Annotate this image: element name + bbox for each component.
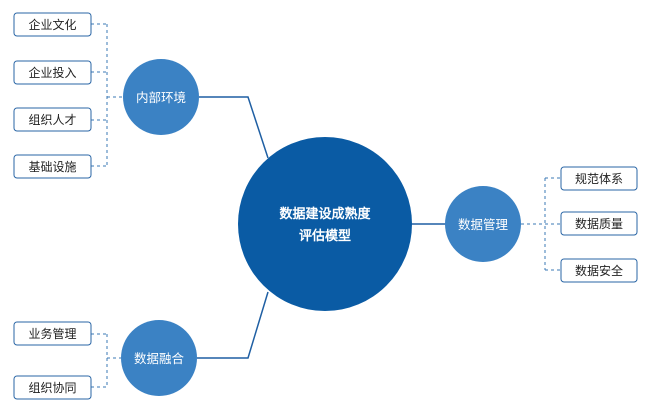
center-connectors	[197, 96, 447, 359]
branch-node-neibu: 内部环境	[123, 59, 199, 135]
leaf-box: 数据质量	[560, 211, 638, 236]
leaf-label: 数据质量	[575, 216, 623, 231]
leaf-box: 数据安全	[560, 258, 638, 283]
bracket-neibu	[91, 23, 123, 167]
leaf-label: 企业投入	[28, 65, 76, 80]
center-title-line2: 评估模型	[299, 228, 351, 244]
connector-rongshe	[197, 291, 269, 359]
branch-label-guanli: 数据管理	[458, 217, 509, 232]
branch-label-rongshe: 数据融合	[134, 351, 185, 366]
branch-label-neibu: 内部环境	[136, 90, 186, 105]
leaf-label: 规范体系	[575, 171, 623, 186]
bracket-rongshe	[91, 333, 121, 388]
leaf-label: 数据安全	[575, 263, 623, 278]
leaf-box: 企业投入	[13, 60, 92, 85]
leaf-box: 企业文化	[13, 12, 92, 37]
bracket-guanli	[521, 177, 561, 271]
leaf-box: 组织人才	[13, 107, 92, 132]
leaf-label: 组织人才	[28, 113, 76, 127]
branch-node-guanli: 数据管理	[445, 186, 521, 262]
center-title-line1: 数据建设成熟度	[279, 206, 371, 222]
connector-neibu	[199, 96, 269, 159]
leaf-label: 组织协同	[28, 380, 76, 395]
leaf-box: 基础设施	[13, 154, 92, 179]
leaf-box: 业务管理	[13, 321, 92, 346]
branch-node-rongshe: 数据融合	[121, 320, 197, 396]
leaf-label: 企业文化	[28, 17, 76, 32]
leaf-box: 组织协同	[13, 375, 92, 400]
center-node: 数据建设成熟度 评估模型	[238, 137, 412, 311]
leaf-box: 规范体系	[560, 166, 638, 191]
leaf-label: 基础设施	[28, 160, 76, 174]
leaf-label: 业务管理	[28, 326, 76, 341]
